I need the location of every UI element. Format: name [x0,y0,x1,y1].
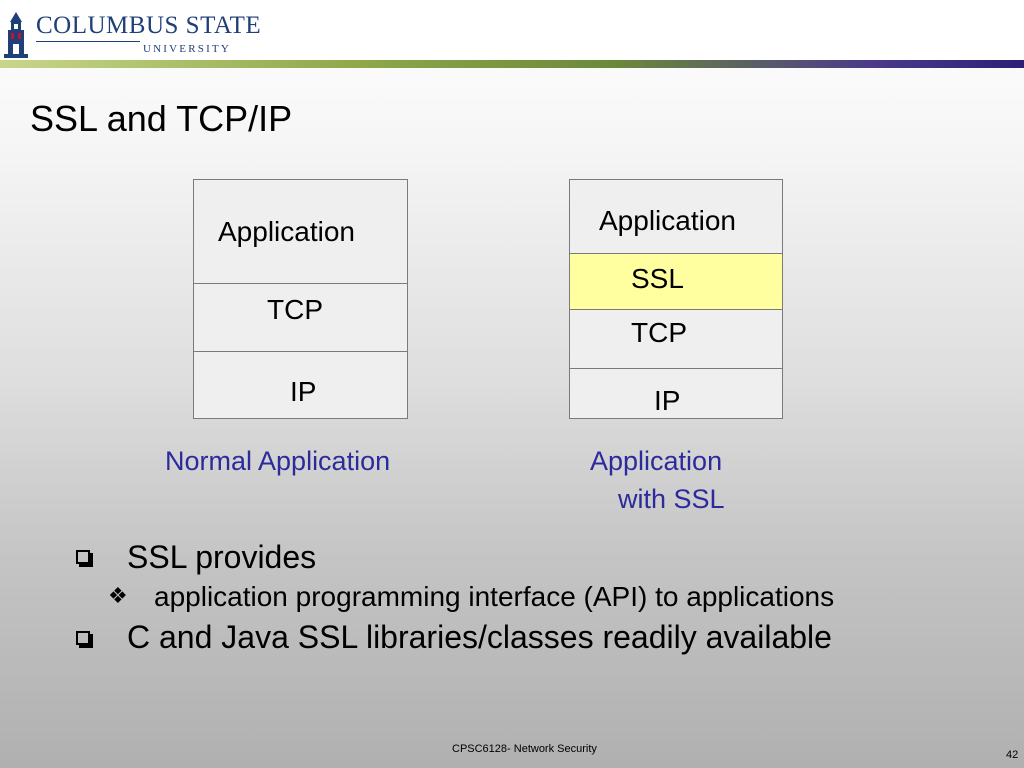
sub-bullet-item: application programming interface (API) … [154,581,835,612]
tower-icon [4,12,28,58]
page-number: 42 [1006,749,1019,761]
layer-application: Application [194,180,407,283]
normal-stack-caption: Normal Application [165,446,391,476]
layer-label: IP [654,385,681,416]
logo-subtitle: UNIVERSITY [143,43,231,55]
layer-label: Application [599,205,736,236]
layer-tcp: TCP [194,283,407,351]
layer-tcp: TCP [570,309,782,368]
bullet-item: SSL provides [127,539,317,575]
layer-ip: IP [194,351,407,418]
ssl-protocol-stack: Application SSL TCP IP [569,179,783,419]
layer-label: TCP [631,317,687,348]
layer-label: IP [290,376,317,407]
layer-ip: IP [570,368,782,418]
normal-protocol-stack: Application TCP IP [193,179,408,419]
layer-ssl: SSL [570,253,782,309]
layer-label: TCP [267,294,323,325]
slide-title: SSL and TCP/IP [30,98,293,139]
footer-course: CPSC6128- Network Security [452,743,597,755]
university-logo: COLUMBUS STATE UNIVERSITY [2,12,261,58]
layer-label: SSL [631,263,684,294]
logo-rule [36,41,140,42]
header-bar: COLUMBUS STATE UNIVERSITY [0,0,1024,62]
diamond-bullet-icon: ❖ [108,583,128,608]
bullet-item: C and Java SSL libraries/classes readily… [127,619,832,655]
header-stripe [0,60,1024,68]
ssl-stack-caption-line1: Application [590,446,723,476]
bullet-checkbox-icon [76,631,90,645]
layer-application: Application [570,180,782,253]
layer-label: Application [218,216,355,247]
ssl-stack-caption-line2: with SSL [618,484,725,514]
bullet-checkbox-icon [76,550,90,564]
logo-wordmark: COLUMBUS STATE [36,12,262,39]
